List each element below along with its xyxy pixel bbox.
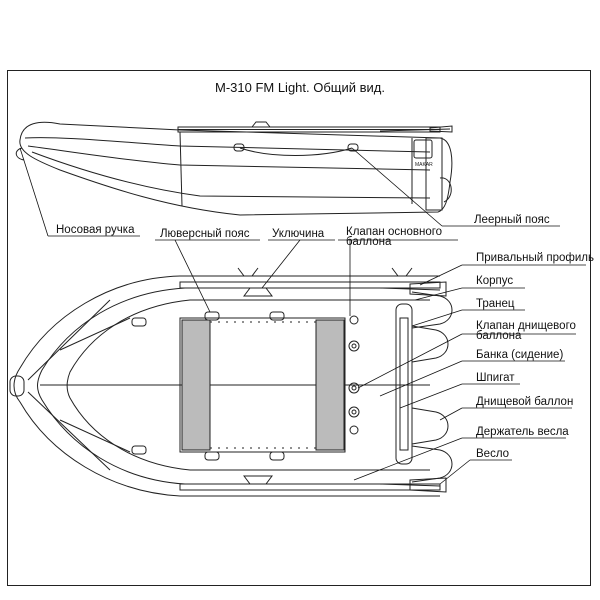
side-transom (425, 137, 443, 211)
side-tube-line (27, 145, 431, 171)
top-grommet (204, 311, 220, 321)
top-bow-seam (27, 299, 111, 381)
label-cleat: Шпигат (476, 372, 515, 384)
side-lifeline-ring (233, 143, 245, 152)
top-grommet (131, 317, 147, 327)
diagram-frame (7, 70, 591, 586)
label-main-valve: Клапан основного баллона (346, 226, 443, 248)
top-stern-cone (411, 325, 449, 363)
side-lifeline (239, 147, 353, 156)
label-rub-strake: Привальный профиль (476, 252, 595, 264)
label-lifeline: Леерный пояс (474, 214, 550, 226)
top-mesh-panel (315, 319, 345, 451)
label-grommet-belt: Люверсный пояс (160, 228, 250, 240)
top-floor-edge (66, 299, 430, 471)
label-keel-tube: Днищевой баллон (476, 396, 574, 408)
side-logo-text: MAKAR (415, 162, 433, 168)
leader-transom (411, 309, 463, 327)
top-transom-plate (399, 317, 409, 451)
top-grommet (131, 445, 147, 455)
leader-keel-tube (439, 407, 463, 421)
label-oar: Весло (476, 448, 510, 460)
top-rail-upper (179, 281, 441, 289)
leader-keel-valve (357, 333, 463, 389)
top-oarlock (243, 475, 273, 485)
top-keel-valve (348, 382, 360, 394)
top-keel-valve (348, 406, 360, 418)
top-keel-valve (351, 385, 357, 391)
leader-grommet (174, 239, 211, 313)
top-rail-lower (179, 483, 441, 491)
top-grommet (204, 451, 220, 461)
top-keel-valve (348, 340, 360, 352)
leader-cleat (399, 383, 463, 409)
label-bench: Банка (сидение) (476, 349, 564, 361)
top-hull-outline (13, 275, 440, 497)
top-stern-cone (411, 291, 453, 329)
top-grommet (269, 311, 285, 321)
top-inner-tube-line (37, 287, 440, 485)
leader-oar (439, 459, 471, 485)
side-tube-line (31, 151, 431, 199)
diagram-title: M-310 FM Light. Общий вид. (214, 80, 385, 95)
top-oarlock (243, 287, 273, 297)
top-mesh-panel (181, 319, 211, 451)
top-main-valve (349, 315, 359, 325)
top-cleat (391, 267, 413, 277)
top-bow-seam (59, 317, 131, 351)
label-keel-valve: Клапан днищевого баллона (476, 320, 576, 342)
top-oar-blade (409, 477, 447, 493)
leader-lifeline (351, 147, 443, 227)
side-seam (179, 131, 183, 207)
side-oar-blade (429, 125, 453, 133)
leader-bench (379, 360, 463, 397)
top-bow-handle (9, 375, 25, 397)
top-oar-blade (409, 281, 447, 297)
leader-lines (19, 147, 586, 485)
top-transom (395, 303, 413, 465)
side-oar (379, 128, 451, 132)
label-bow-handle: Носовая ручка (56, 224, 135, 236)
leader-rub-strake (419, 264, 463, 286)
leader-oarlock (261, 239, 301, 289)
side-view: MAKAR (15, 121, 453, 216)
top-bow-seam (27, 391, 111, 471)
top-keel-valve (351, 409, 357, 415)
side-tube-line (24, 137, 431, 153)
top-keel-valve (351, 343, 357, 349)
label-transom: Транец (476, 298, 515, 310)
top-stern-cone (411, 407, 449, 445)
label-oarlock: Уключина (272, 228, 325, 240)
leader-oar-holder (353, 437, 463, 481)
top-grommet (269, 451, 285, 461)
top-main-valve (349, 425, 359, 435)
top-cleat (237, 267, 259, 277)
top-view (9, 267, 453, 497)
side-tube-outline (19, 121, 453, 216)
label-oar-holder: Держатель весла (476, 426, 569, 438)
top-stern-cone (411, 445, 453, 483)
side-oarlock (251, 121, 271, 128)
leader-bow-handle (19, 147, 49, 237)
side-stern-cone (439, 177, 452, 203)
top-bow-seam (59, 419, 131, 453)
side-lifeline-ring (347, 143, 359, 152)
label-hull: Корпус (476, 275, 514, 287)
leader-hull (414, 287, 463, 301)
side-logo-badge (413, 139, 433, 159)
